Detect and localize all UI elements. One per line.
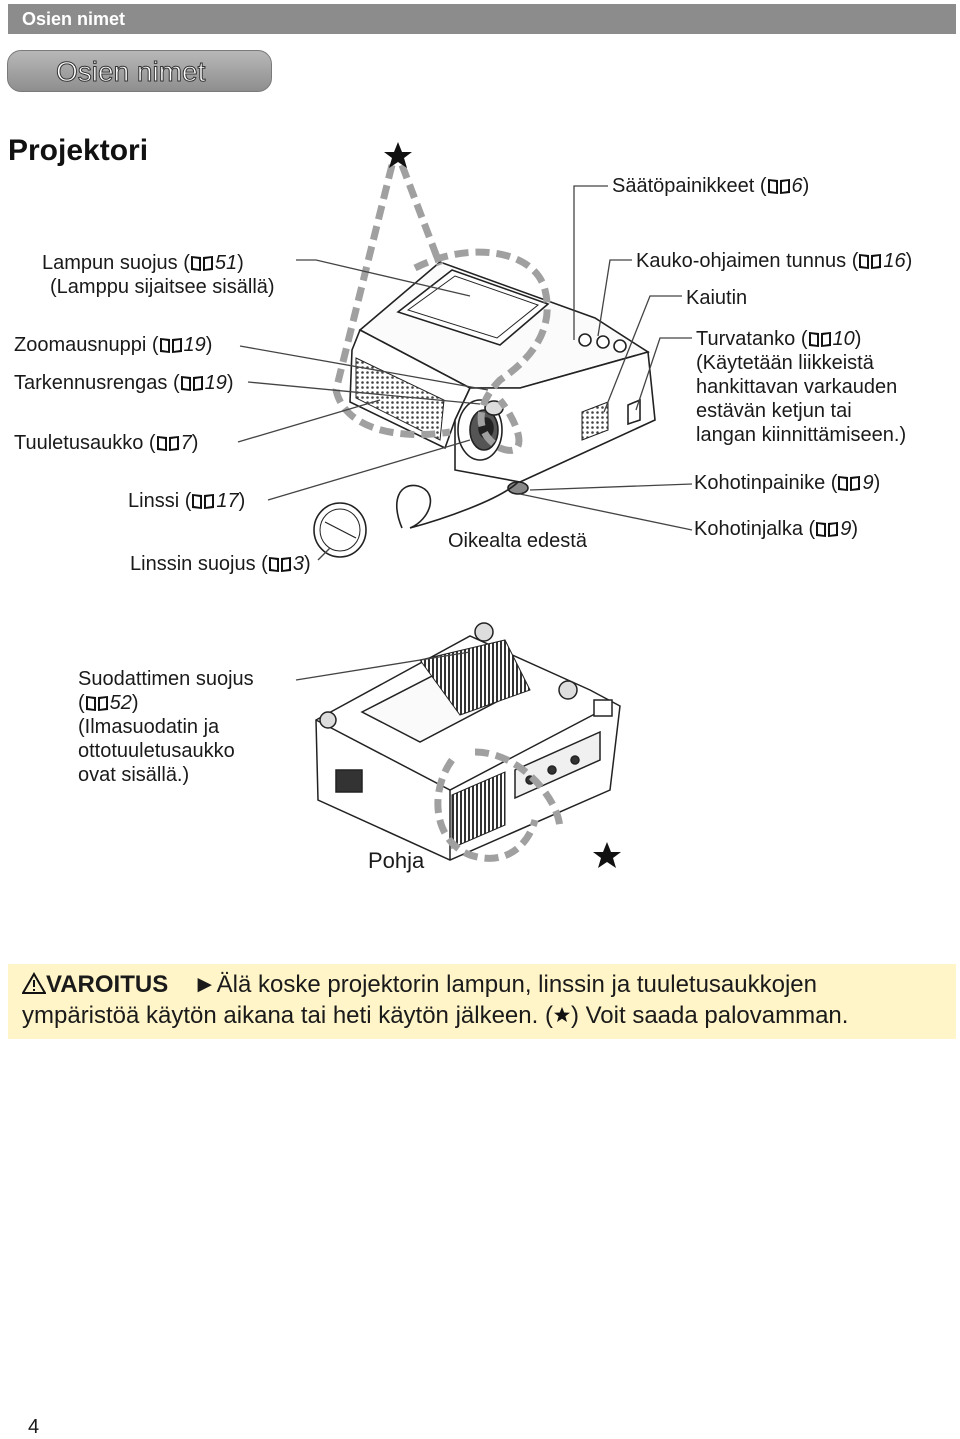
warning-text-1: Älä koske projektorin lampun, linssin ja… — [216, 971, 817, 998]
label-suodattimen-ref: (52) — [78, 692, 139, 714]
book-icon — [858, 252, 882, 270]
label-turvatanko-line2: hankittavan varkauden — [696, 376, 898, 398]
star-marker-top — [384, 142, 412, 168]
label-turvatanko: Turvatanko (10) — [696, 328, 862, 350]
projector-diagram — [237, 142, 693, 868]
label-lampun-suojus-sub: (Lamppu sijaitsee sisällä) — [50, 276, 275, 298]
book-icon — [156, 434, 180, 452]
warning-line-1: VAROITUS ►Älä koske projektorin lampun, … — [21, 971, 817, 999]
label-turvatanko-line1: (Käytetään liikkeistä — [696, 352, 874, 374]
book-icon — [159, 336, 183, 354]
label-pohja: Pohja — [368, 848, 425, 873]
book-icon — [85, 694, 109, 712]
warning-label: VAROITUS — [46, 971, 169, 998]
warning-text-2b: ) Voit saada palovamman. — [570, 1002, 849, 1029]
label-tuuletusaukko: Tuuletusaukko (7) — [14, 432, 199, 454]
page-number: 4 — [28, 1416, 40, 1438]
header-section-label: Osien nimet — [22, 9, 126, 29]
book-icon — [180, 374, 204, 392]
book-icon — [767, 177, 791, 195]
warning-arrow-icon: ► — [192, 971, 217, 998]
label-kohotinjalka: Kohotinjalka (9) — [694, 518, 858, 540]
label-zoomausnuppi: Zoomausnuppi (19) — [14, 334, 213, 356]
label-linssi: Linssi (17) — [128, 490, 246, 512]
label-suodattimen-line3: ovat sisällä.) — [78, 764, 190, 786]
book-icon — [815, 520, 839, 538]
projector-bottom-view — [315, 622, 621, 861]
star-marker-bottom — [593, 842, 621, 868]
label-oikealta-edesta: Oikealta edestä — [448, 530, 587, 552]
label-suodattimen-suojus: Suodattimen suojus — [78, 668, 254, 690]
book-icon — [191, 492, 215, 510]
hot-zone-outline-front — [332, 163, 551, 454]
book-icon — [190, 254, 214, 272]
label-kaiutin: Kaiutin — [686, 287, 748, 309]
warning-line-2: ympäristöä käytön aikana tai heti käytön… — [22, 1002, 848, 1030]
label-lampun-suojus: Lampun suojus (51) — [42, 252, 244, 274]
warning-text-2a: ympäristöä käytön aikana tai heti käytön… — [22, 1002, 553, 1029]
star-icon — [553, 1002, 571, 1029]
label-saatopainikkeet: Säätöpainikkeet (6) — [612, 175, 810, 197]
page-title: Projektori — [8, 134, 149, 167]
leader-lines — [237, 185, 693, 681]
label-kauko-ohjaimen-tunnus: Kauko-ohjaimen tunnus (16) — [636, 250, 913, 272]
book-icon — [268, 555, 292, 573]
section-title: Osien nimet — [55, 56, 206, 88]
hot-zone-outline-bottom — [434, 748, 564, 862]
book-icon — [808, 330, 832, 348]
label-turvatanko-line4: langan kiinnittämiseen.) — [696, 424, 907, 446]
label-suodattimen-line2: ottotuuletusaukko — [78, 740, 235, 762]
warning-triangle-icon — [21, 971, 47, 998]
label-suodattimen-line1: (Ilmasuodatin ja — [78, 716, 220, 738]
label-tarkennusrengas: Tarkennusrengas (19) — [14, 372, 234, 394]
label-linssin-suojus: Linssin suojus (3) — [130, 553, 311, 575]
label-kohotinpainike: Kohotinpainike (9) — [694, 472, 881, 494]
warning-box: VAROITUS ►Älä koske projektorin lampun, … — [8, 964, 956, 1039]
header-bar: Osien nimet — [8, 4, 956, 34]
lens-cap-drawing — [313, 481, 519, 558]
section-title-pill: Osien nimet — [7, 50, 272, 92]
label-turvatanko-line3: estävän ketjun tai — [696, 400, 852, 422]
book-icon — [837, 474, 861, 492]
